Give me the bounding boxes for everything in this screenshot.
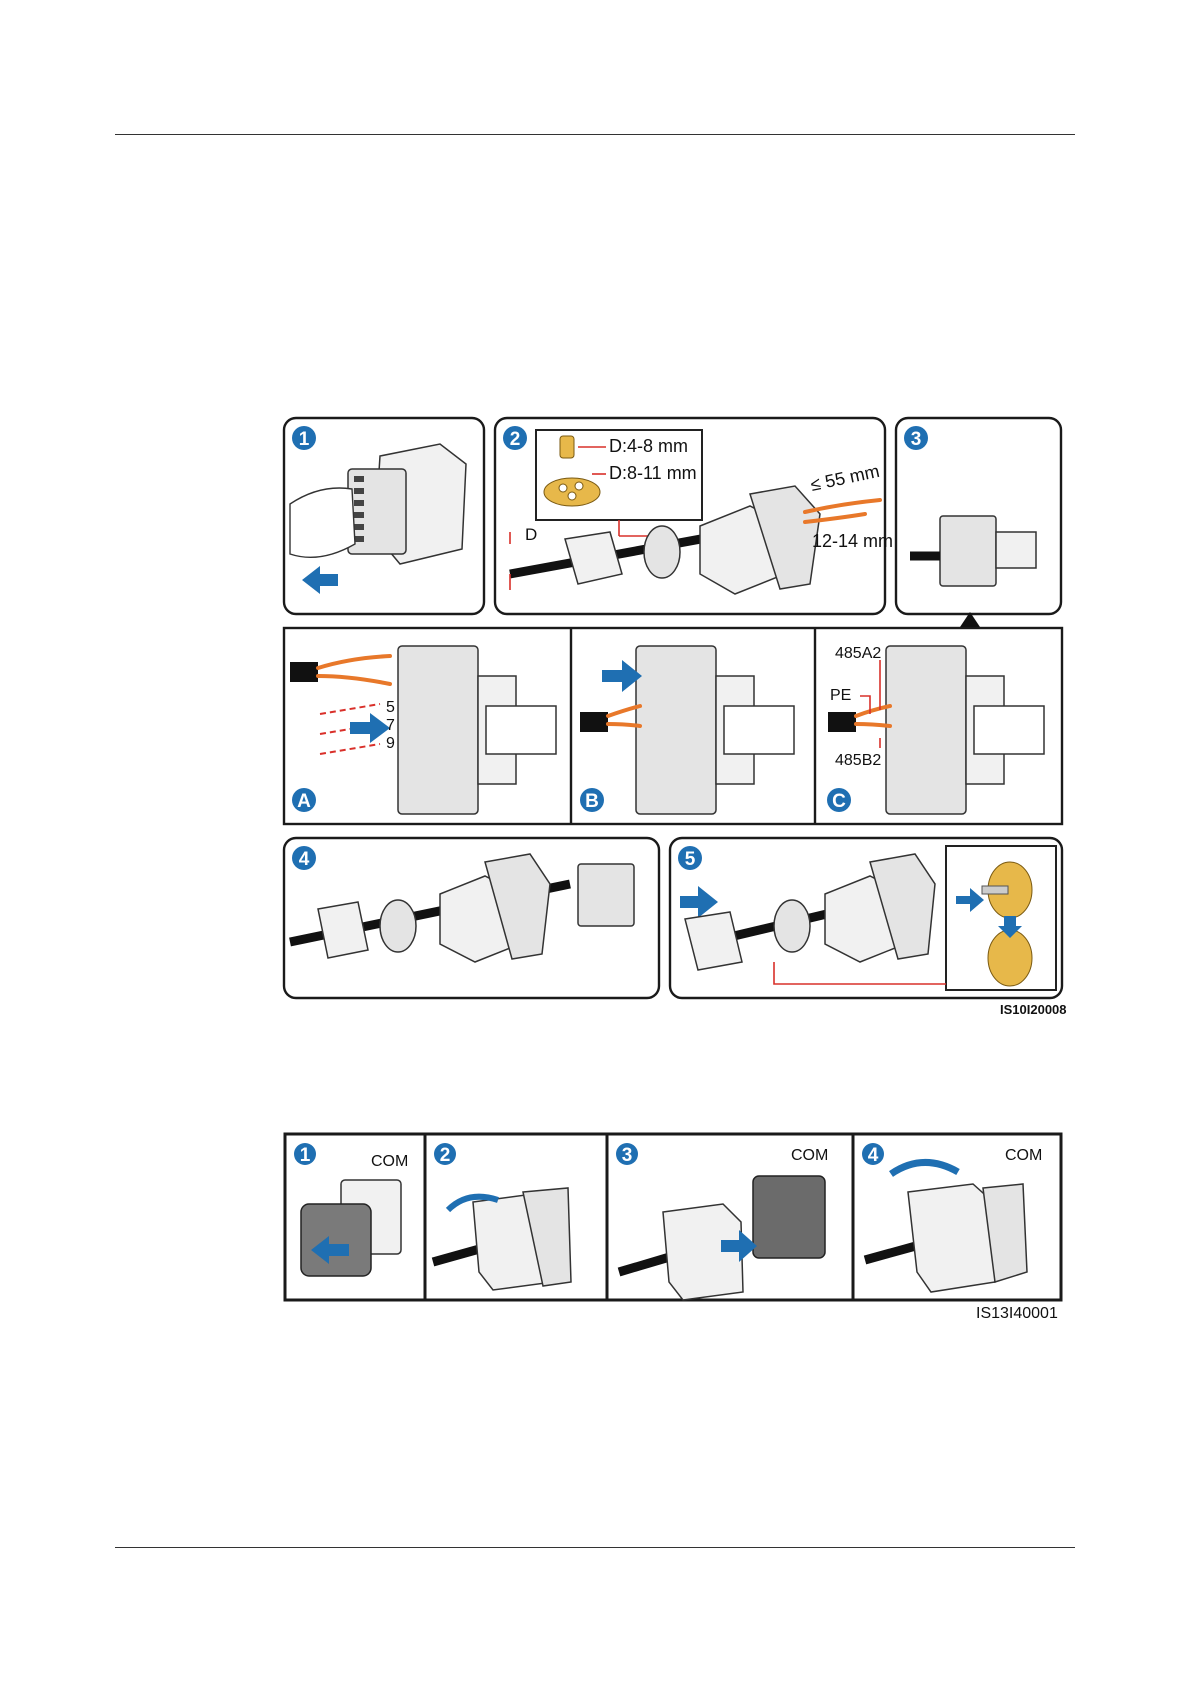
header-rule [115, 134, 1075, 135]
pin-9-label: 9 [386, 735, 395, 752]
svg-text:4: 4 [299, 849, 310, 870]
svg-text:2: 2 [510, 429, 521, 450]
pin-485a2-label: 485A2 [835, 645, 881, 662]
pin-5-label: 5 [386, 699, 395, 716]
figure-com-port-connection: 1 2 3 4 COM COM COM [283, 1132, 1063, 1302]
substep-b-badge: B [580, 788, 604, 812]
figure-2-code: IS13I40001 [976, 1305, 1058, 1323]
svg-text:C: C [832, 791, 846, 812]
step-4-badge: 4 [292, 846, 316, 870]
substep-c-badge: C [827, 788, 851, 812]
step-5-panel [670, 838, 1062, 998]
strip-insulation-label: 12-14 mm [812, 531, 893, 551]
pin-485b2-label: 485B2 [835, 752, 881, 769]
svg-text:4: 4 [868, 1145, 879, 1166]
seal-large-label: D:8-11 mm [609, 463, 697, 483]
figure-1-code: IS10I20008 [1000, 1002, 1067, 1017]
diameter-label: D [525, 525, 537, 544]
step-3-panel [896, 418, 1061, 642]
step-2-badge: 2 [503, 426, 527, 450]
svg-text:2: 2 [440, 1145, 451, 1166]
svg-text:3: 3 [911, 429, 922, 450]
step-4-panel [284, 838, 659, 998]
svg-text:1: 1 [299, 429, 310, 450]
step-1-panel [284, 418, 484, 614]
pin-pe-label: PE [830, 687, 851, 704]
footer-rule [115, 1547, 1075, 1548]
com-label-1: COM [371, 1153, 408, 1170]
figure-signal-cable-assembly: 1 2 D:4-8 mm D:8-11 mm D ≤ 55 mm 12-14 m… [280, 414, 1065, 1009]
svg-text:B: B [585, 791, 599, 812]
com-label-3: COM [791, 1147, 828, 1164]
substep-a-badge: A [292, 788, 316, 812]
step-1-badge: 1 [292, 426, 316, 450]
svg-text:1: 1 [300, 1145, 311, 1166]
svg-text:A: A [297, 791, 311, 812]
svg-text:5: 5 [685, 849, 696, 870]
pin-7-label: 7 [386, 717, 395, 734]
step-2-panel [495, 418, 885, 614]
step-5-badge: 5 [678, 846, 702, 870]
svg-text:3: 3 [622, 1145, 633, 1166]
seal-small-label: D:4-8 mm [609, 436, 688, 456]
step-3-badge: 3 [904, 426, 928, 450]
com-label-4: COM [1005, 1147, 1042, 1164]
